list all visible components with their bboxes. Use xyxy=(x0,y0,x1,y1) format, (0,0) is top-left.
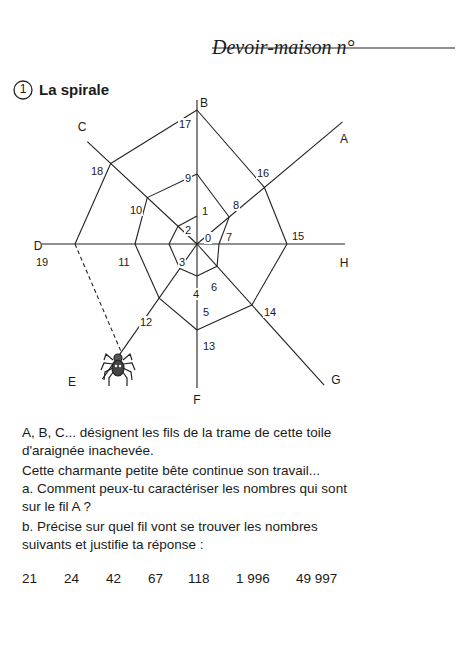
web-thread xyxy=(197,122,343,244)
web-thread xyxy=(102,244,197,379)
question-text: Cette charmante petite bête continue son… xyxy=(22,462,362,480)
spiral-number: 3 xyxy=(178,256,186,269)
web-thread xyxy=(180,269,197,276)
dashed-thread xyxy=(75,244,121,352)
number-to-place: 24 xyxy=(64,571,79,587)
heading-note: Devoir-maison n° xyxy=(212,36,355,59)
thread-letter: E xyxy=(68,376,76,390)
spiral-number: 17 xyxy=(178,118,192,131)
thread-letter: H xyxy=(340,257,349,271)
thread-letter: B xyxy=(200,97,208,111)
spiral-number: 6 xyxy=(210,281,218,294)
web-thread xyxy=(75,164,111,244)
web-thread xyxy=(252,244,287,305)
spiral-number: 18 xyxy=(90,165,104,178)
web-thread xyxy=(135,244,159,298)
web-thread xyxy=(264,187,287,244)
spider xyxy=(101,354,135,386)
web-thread xyxy=(197,305,252,330)
web-thread xyxy=(197,266,217,276)
spiral-number: 11 xyxy=(117,256,130,269)
web-thread xyxy=(196,244,197,388)
spiral-number: 13 xyxy=(202,340,216,353)
thread-letter: F xyxy=(193,394,200,408)
spiral-number: 2 xyxy=(184,224,192,237)
spiral-number: 10 xyxy=(129,204,143,217)
spiral-number: 12 xyxy=(139,316,153,329)
spiral-number: 4 xyxy=(192,288,200,301)
web-thread xyxy=(169,226,178,244)
web-thread xyxy=(196,100,197,244)
number-to-place: 1 996 xyxy=(236,571,270,587)
exercise-number: 1 xyxy=(20,83,27,97)
web-thread xyxy=(197,110,264,187)
thread-letter: G xyxy=(331,374,340,388)
question-text: b. Précise sur quel fil vont se trouver … xyxy=(22,518,362,554)
web-thread xyxy=(42,243,197,244)
spiral-number: 9 xyxy=(184,172,192,185)
spiral-number: 7 xyxy=(225,231,233,244)
spiral-number: 14 xyxy=(263,306,277,319)
web-thread xyxy=(111,110,197,164)
number-circle xyxy=(14,81,32,99)
spiral-number: 19 xyxy=(35,256,49,269)
exercise-title: La spirale xyxy=(39,81,109,98)
number-to-place: 49 997 xyxy=(296,571,337,587)
spiral-number: 5 xyxy=(202,306,210,319)
question-text: a. Comment peux-tu caractériser les nomb… xyxy=(22,480,362,516)
web-thread xyxy=(87,142,197,244)
spiral-number: 8 xyxy=(232,199,240,212)
spiral-number: 16 xyxy=(256,167,270,180)
spiral-number: 15 xyxy=(291,230,305,243)
web-thread xyxy=(159,298,197,330)
number-to-place: 42 xyxy=(106,571,121,587)
number-to-place: 67 xyxy=(148,571,163,587)
thread-letter: A xyxy=(340,133,348,147)
web-thread xyxy=(217,244,219,266)
spiral-number: 1 xyxy=(201,205,209,218)
number-to-place: 21 xyxy=(22,571,37,587)
question-text: A, B, C... désignent les fils de la tram… xyxy=(22,424,362,460)
spiral-number: 0 xyxy=(204,232,212,245)
web-thread xyxy=(197,244,324,385)
web-threads xyxy=(42,100,345,388)
web-thread xyxy=(197,174,229,217)
thread-letter: D xyxy=(34,240,43,254)
thread-letter: C xyxy=(78,121,87,135)
number-to-place: 118 xyxy=(188,571,210,587)
